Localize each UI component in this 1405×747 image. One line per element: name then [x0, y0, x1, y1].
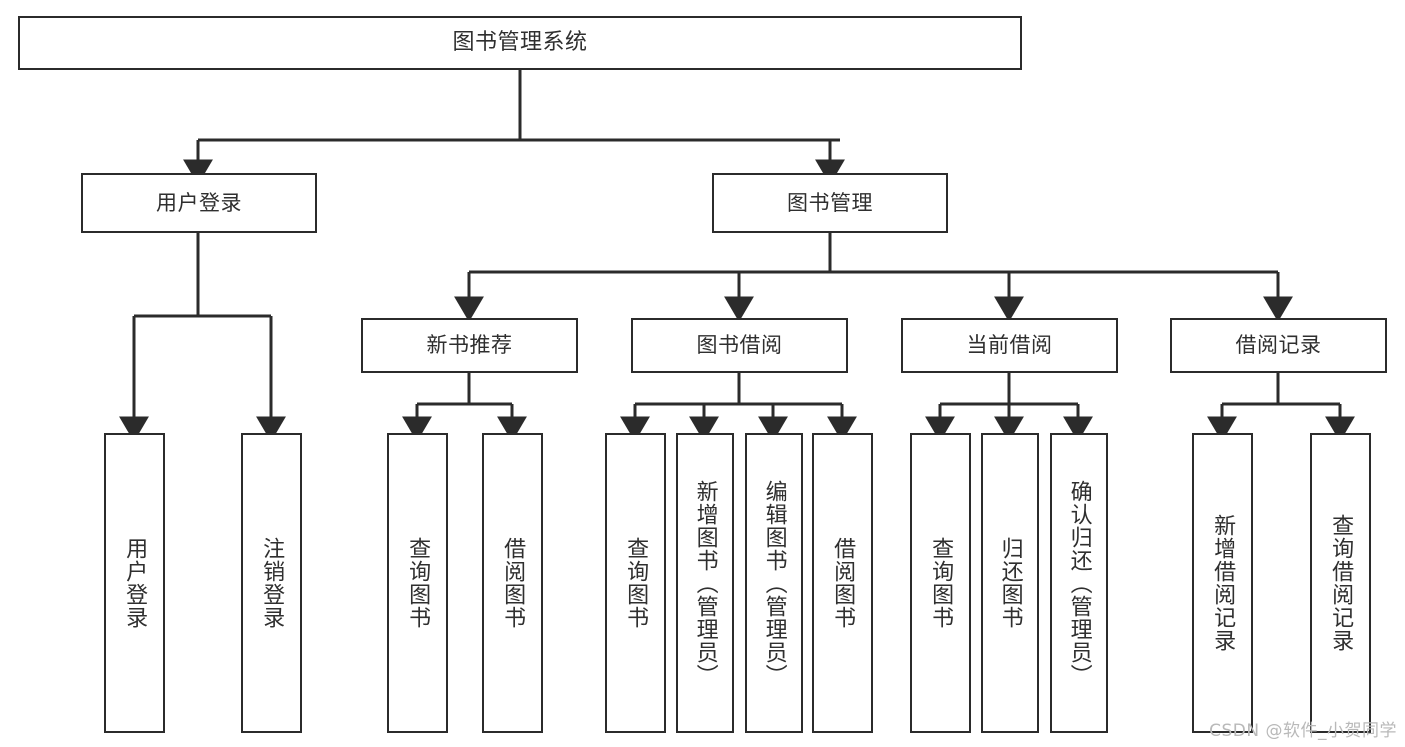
node-leaf-return-book[interactable]: 归还图书 — [981, 433, 1039, 733]
node-new-book-recommend-label: 新书推荐 — [426, 333, 513, 357]
node-leaf-query-borrow-record[interactable]: 查询借阅记录 — [1310, 433, 1371, 733]
node-leaf-query-book-recommend[interactable]: 查询图书 — [387, 433, 448, 733]
node-root-system-label: 图书管理系统 — [452, 30, 588, 55]
node-leaf-edit-book-admin[interactable]: 编辑图书（管理员） — [745, 433, 803, 733]
node-leaf-confirm-return-admin-label: 确认归还（管理员） — [1066, 479, 1092, 687]
node-leaf-add-book-admin-label: 新增图书（管理员） — [692, 479, 718, 687]
node-leaf-edit-book-admin-label: 编辑图书（管理员） — [761, 479, 787, 687]
node-leaf-borrow-book-recommend[interactable]: 借阅图书 — [482, 433, 543, 733]
node-new-book-recommend[interactable]: 新书推荐 — [361, 318, 578, 373]
node-leaf-add-borrow-record-label: 新增借阅记录 — [1210, 514, 1236, 652]
node-leaf-return-book-label: 归还图书 — [997, 537, 1023, 629]
node-root-system[interactable]: 图书管理系统 — [18, 16, 1022, 70]
node-leaf-query-book-borrow[interactable]: 查询图书 — [605, 433, 666, 733]
node-leaf-query-book-current[interactable]: 查询图书 — [910, 433, 971, 733]
node-leaf-user-login-label: 用户登录 — [122, 537, 148, 629]
node-borrow-record-label: 借阅记录 — [1235, 333, 1322, 357]
node-book-management[interactable]: 图书管理 — [712, 173, 948, 233]
csdn-watermark: CSDN @软件_小贺同学 — [1209, 721, 1397, 741]
node-leaf-confirm-return-admin[interactable]: 确认归还（管理员） — [1050, 433, 1108, 733]
node-leaf-logout-label: 注销登录 — [259, 537, 285, 629]
node-book-management-label: 图书管理 — [787, 190, 873, 215]
node-user-login[interactable]: 用户登录 — [81, 173, 317, 233]
node-leaf-query-book-borrow-label: 查询图书 — [623, 537, 649, 629]
node-leaf-user-login[interactable]: 用户登录 — [104, 433, 165, 733]
node-leaf-borrow-book-recommend-label: 借阅图书 — [500, 537, 526, 629]
node-leaf-lend-book[interactable]: 借阅图书 — [812, 433, 873, 733]
node-borrow-record[interactable]: 借阅记录 — [1170, 318, 1387, 373]
node-book-borrow[interactable]: 图书借阅 — [631, 318, 848, 373]
node-current-borrow-label: 当前借阅 — [966, 333, 1053, 357]
node-leaf-add-book-admin[interactable]: 新增图书（管理员） — [676, 433, 734, 733]
node-leaf-lend-book-label: 借阅图书 — [830, 537, 856, 629]
node-leaf-logout[interactable]: 注销登录 — [241, 433, 302, 733]
node-leaf-add-borrow-record[interactable]: 新增借阅记录 — [1192, 433, 1253, 733]
node-book-borrow-label: 图书借阅 — [696, 333, 783, 357]
node-current-borrow[interactable]: 当前借阅 — [901, 318, 1118, 373]
node-leaf-query-book-current-label: 查询图书 — [928, 537, 954, 629]
node-leaf-query-book-recommend-label: 查询图书 — [405, 537, 431, 629]
node-leaf-query-borrow-record-label: 查询借阅记录 — [1328, 514, 1354, 652]
node-user-login-label: 用户登录 — [156, 190, 242, 215]
